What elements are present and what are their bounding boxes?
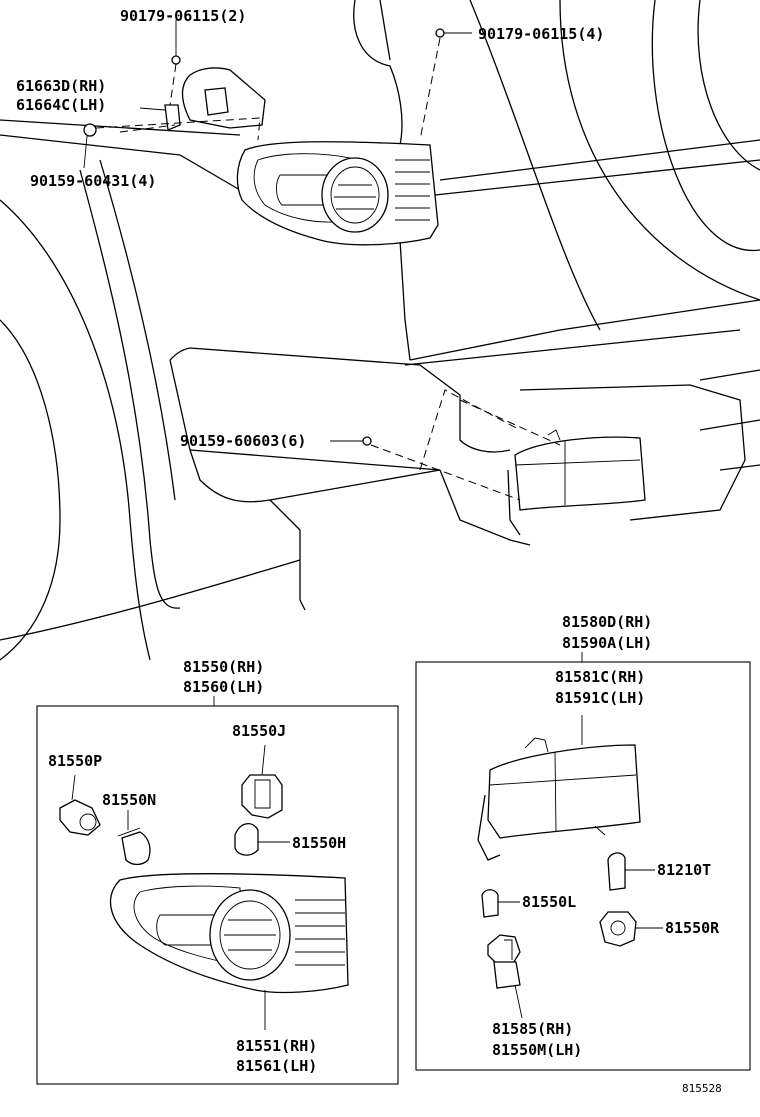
nut-bumper-icon xyxy=(362,436,372,446)
label-bulb-n: 81550N xyxy=(102,791,156,809)
label-screw-upper-left: 90179-06115(2) xyxy=(120,7,246,25)
label-lens-lh: 81561(LH) xyxy=(236,1057,317,1075)
label-socket-r: 81550R xyxy=(665,919,720,937)
label-bulb-l: 81550L xyxy=(522,893,576,911)
label-lamp-assy-lh: 81560(LH) xyxy=(183,678,264,696)
label-socket-assy-lh: 81550M(LH) xyxy=(492,1041,582,1059)
socket-assy-body-icon xyxy=(493,961,521,989)
screw-upper-right-icon xyxy=(435,28,445,38)
label-lamp-assy-rh: 81550(RH) xyxy=(183,658,264,676)
bulb-n-icon xyxy=(121,831,151,866)
label-bulb-t: 81210T xyxy=(657,861,711,879)
bracket-clip-icon xyxy=(164,104,181,131)
label-nut-bumper: 90159-60603(6) xyxy=(180,432,306,450)
bulb-h-icon xyxy=(234,823,259,856)
label-nut-left: 90159-60431(4) xyxy=(30,172,156,190)
figure-id: 815528 xyxy=(682,1082,722,1095)
label-bracket-rh: 61663D(RH) xyxy=(16,77,106,95)
bulb-l-icon xyxy=(481,889,499,918)
label-socket-j: 81550J xyxy=(232,722,286,740)
screw-upper-left-icon xyxy=(171,55,181,65)
label-side-assy-rh: 81580D(RH) xyxy=(562,613,652,631)
side-lamp-parts-box xyxy=(415,652,751,1071)
label-lens-rh: 81551(RH) xyxy=(236,1037,317,1055)
top-fasteners xyxy=(83,20,472,169)
part-labels: 90179-06115(2) 90179-06115(4) 61663D(RH)… xyxy=(16,7,722,1095)
label-screw-upper-right: 90179-06115(4) xyxy=(478,25,604,43)
socket-r-icon xyxy=(599,911,637,947)
nut-left-icon xyxy=(83,123,97,137)
label-bulb-h: 81550H xyxy=(292,834,346,852)
label-socket-p: 81550P xyxy=(48,752,102,770)
label-bracket-lh: 61664C(LH) xyxy=(16,96,106,114)
fog-lamp-parts-box xyxy=(36,696,399,1085)
side-lamp-lens-icon xyxy=(487,744,641,839)
installed-side-lamp xyxy=(330,389,646,536)
vehicle-body-outline xyxy=(0,0,760,661)
label-side-assy-lh: 81590A(LH) xyxy=(562,634,652,652)
bulb-t-icon xyxy=(607,852,626,891)
installed-fog-lamp xyxy=(181,67,439,246)
socket-p-icon xyxy=(59,799,101,836)
label-side-lens-lh: 81591C(LH) xyxy=(555,689,645,707)
socket-assy-top-icon xyxy=(487,934,521,966)
socket-j-icon xyxy=(241,774,283,819)
label-side-lens-rh: 81581C(RH) xyxy=(555,668,645,686)
label-socket-assy-rh: 81585(RH) xyxy=(492,1020,573,1038)
